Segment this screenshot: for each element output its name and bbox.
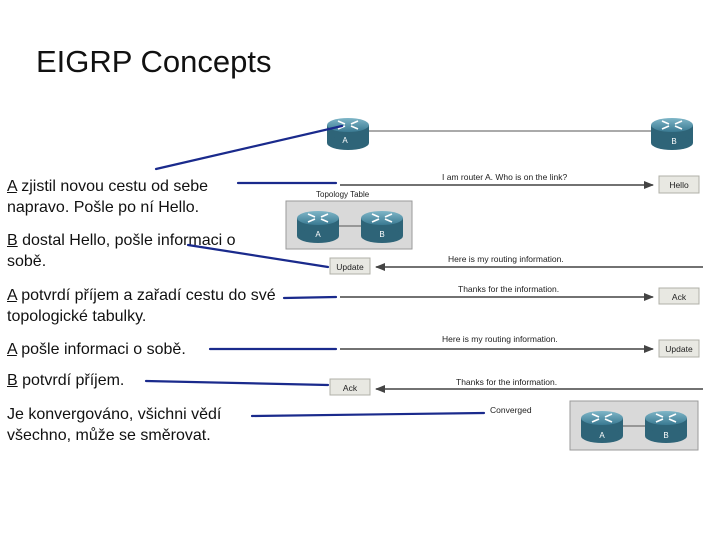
step-text: dostal Hello, pošle informaci o sobě. [7, 232, 236, 270]
step-actor: B [7, 372, 18, 389]
router-a-label: A [342, 136, 348, 145]
router-b-label: B [671, 137, 676, 146]
slide-title: EIGRP Concepts [36, 44, 272, 79]
step-actor: A [7, 178, 17, 195]
step-3-a-sends-ack: A potvrdí příjem a zařadí cestu do své t… [7, 285, 289, 327]
message-4-text: Here is my routing information. [442, 334, 558, 344]
step-2-b-sends-update: B dostal Hello, pošle informaci o sobě. [7, 230, 279, 272]
step-text: potvrdí příjem a zařadí cestu do své top… [7, 287, 276, 325]
pointer-2 [186, 243, 330, 269]
message-2-text: Here is my routing information. [448, 254, 564, 264]
step-text: pošle informaci o sobě. [16, 341, 186, 358]
converged-router-a-icon: A [580, 410, 624, 444]
ack-packet-2 [329, 378, 371, 396]
message-3-text: Thanks for the information. [458, 284, 559, 294]
update-packet-2 [658, 339, 700, 358]
hello-packet [658, 175, 700, 194]
converged-router-b-label: B [663, 431, 668, 440]
step-actor: A [7, 287, 17, 304]
router-b-icon: B [650, 117, 694, 151]
step-text: Je konvergováno, všichni vědí všechno, m… [7, 406, 222, 444]
step-1-a-sends-hello: A zjistil novou cestu od sebe napravo. P… [7, 176, 247, 218]
topology-table-label: Topology Table [316, 190, 370, 199]
hello-packet-label: Hello [669, 180, 689, 190]
update-packet-label: Update [336, 262, 364, 272]
pointer-5 [144, 379, 330, 387]
step-6-converged: Je konvergováno, všichni vědí všechno, m… [7, 404, 257, 446]
message-5-text: Thanks for the information. [456, 377, 557, 387]
ack-packet [658, 287, 700, 305]
step-text: zjistil novou cestu od sebe napravo. Poš… [7, 178, 209, 216]
topology-router-b-label: B [379, 230, 384, 239]
pointer-lines [144, 124, 486, 418]
ack-packet-label: Ack [672, 292, 687, 302]
topology-router-a-icon: A [296, 210, 340, 244]
converged-label: Converged [490, 405, 532, 415]
converged-router-a-label: A [599, 431, 605, 440]
router-a-icon: A [326, 117, 370, 151]
message-1-text: I am router A. Who is on the link? [442, 172, 567, 182]
pointer-3 [282, 295, 338, 300]
topology-router-b-icon: B [360, 210, 404, 244]
converged-router-b-icon: B [644, 410, 688, 444]
step-5-b-sends-ack: B potvrdí příjem. [7, 370, 247, 391]
step-actor: B [7, 232, 18, 249]
ack-packet-2-label: Ack [343, 383, 358, 393]
step-actor: A [7, 341, 17, 358]
step-text: potvrdí příjem. [17, 372, 125, 389]
pointer-6 [250, 411, 486, 418]
update-packet [329, 257, 371, 275]
pointer-1a [154, 124, 344, 171]
update-packet-2-label: Update [665, 344, 693, 354]
step-4-a-sends-update: A pošle informaci o sobě. [7, 339, 247, 360]
topology-router-a-label: A [315, 230, 321, 239]
